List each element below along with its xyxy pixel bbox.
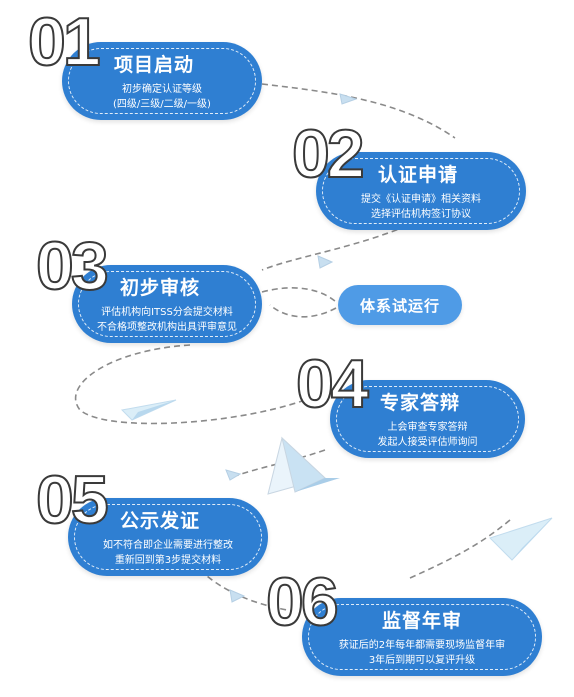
- step-05-pill: 公示发证 如不符合即企业需要进行整改 重新回到第3步提交材料: [68, 498, 268, 576]
- step-03-line-2: 不合格项整改机构出具评审意见: [97, 322, 237, 333]
- arrow-marker-4: [229, 589, 246, 603]
- step-02-line-1: 提交《认证申请》相关资料: [361, 194, 481, 205]
- connector-01-02: [261, 83, 456, 139]
- step-02-line-2: 选择评估机构签订协议: [371, 209, 471, 220]
- connector-03-04: [74, 344, 306, 425]
- step-04-line-1: 上会审查专家答辩: [387, 422, 468, 433]
- connector-05-06: [199, 569, 301, 613]
- paper-plane-small-icon: [120, 399, 177, 421]
- step-06-title: 监督年审: [382, 610, 463, 632]
- step-02-number: 02: [291, 116, 366, 192]
- step-03-number: 03: [35, 228, 110, 304]
- step-05-line-2: 重新回到第3步提交材料: [114, 555, 222, 566]
- step-04-line-2: 发起人接受评估师询问: [377, 437, 478, 448]
- step-01-pill: 项目启动 初步确定认证等级 (四级/三级/二级/一级): [62, 42, 262, 120]
- step-06-pill: 监督年审 获证后的2年每年都需要现场监督年审 3年后到期可以复评升级: [302, 598, 542, 676]
- connector-06-plane: [409, 519, 511, 579]
- step-06-number: 06: [265, 564, 340, 640]
- step-03-pill: 初步审核 评估机构向ITSS分会提交材料 不合格项整改机构出具评审意见: [72, 265, 262, 343]
- step-06-line-1: 获证后的2年每年都需要现场监督年审: [338, 640, 506, 651]
- step-02-title: 认证申请: [378, 164, 459, 186]
- step-03-title: 初步审核: [120, 277, 201, 299]
- arrow-marker-1: [339, 93, 358, 105]
- step-02-pill: 认证申请 提交《认证申请》相关资料 选择评估机构签订协议: [316, 152, 526, 230]
- step-03-line-1: 评估机构向ITSS分会提交材料: [101, 307, 233, 318]
- step-05-title: 公示发证: [120, 510, 201, 532]
- step-01-line-1: 初步确定认证等级: [122, 84, 202, 95]
- step-04-number: 04: [295, 346, 370, 422]
- step-05-line-1: 如不符合即企业需要进行整改: [103, 540, 233, 551]
- arrow-marker-2: [317, 255, 334, 269]
- step-04-title: 专家答辩: [380, 392, 461, 414]
- paper-plane-right-icon: [489, 517, 553, 561]
- step-01-number: 01: [27, 4, 102, 80]
- side-step-pill: 体系试运行: [338, 285, 462, 325]
- side-step-label: 体系试运行: [359, 297, 440, 315]
- connector-03-side: [261, 287, 337, 303]
- step-01-line-2: (四级/三级/二级/一级): [113, 99, 211, 110]
- step-04-pill: 专家答辩 上会审查专家答辩 发起人接受评估师询问: [330, 380, 525, 458]
- connector-04-05: [234, 449, 326, 477]
- step-01-title: 项目启动: [114, 54, 195, 76]
- arrow-marker-3: [225, 469, 242, 481]
- connector-side-loop: [269, 304, 337, 318]
- step-05-number: 05: [35, 462, 110, 538]
- step-06-line-2: 3年后到期可以复评升级: [368, 655, 476, 666]
- paper-plane-large-icon: [267, 436, 340, 495]
